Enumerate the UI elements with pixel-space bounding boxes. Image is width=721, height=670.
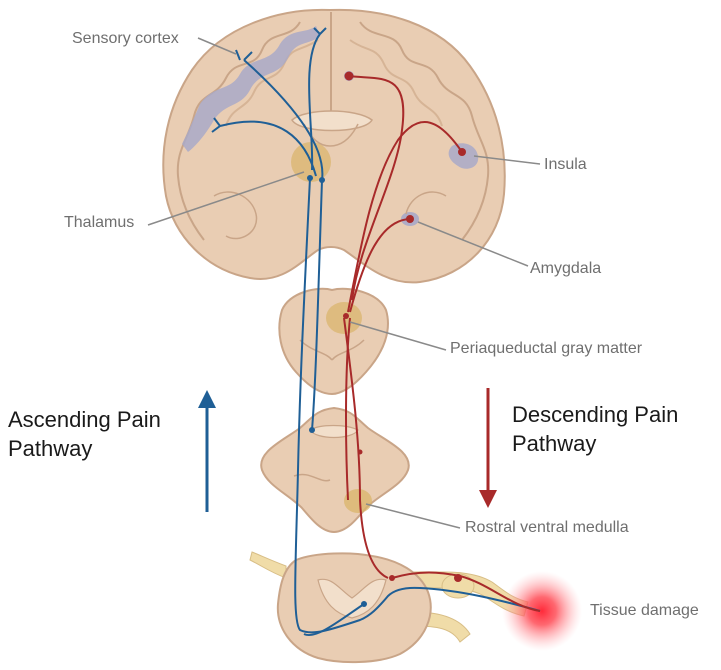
label-sensory-cortex: Sensory cortex bbox=[72, 30, 179, 48]
descending-title-line1: Descending Pain bbox=[512, 400, 678, 429]
tissue-damage-glow bbox=[502, 571, 582, 651]
midbrain-section bbox=[279, 289, 388, 394]
descending-pathway-title: Descending Pain Pathway bbox=[512, 400, 678, 458]
label-periaqueductal-gray: Periaqueductal gray matter bbox=[450, 340, 642, 358]
label-tissue-damage: Tissue damage bbox=[590, 602, 699, 620]
label-thalamus: Thalamus bbox=[64, 214, 134, 232]
label-rostral-ventral-medulla: Rostral ventral medulla bbox=[465, 519, 629, 537]
ascending-title-line1: Ascending Pain bbox=[8, 405, 161, 434]
spinal-cord-section bbox=[250, 552, 528, 662]
label-amygdala: Amygdala bbox=[530, 260, 601, 278]
brain-coronal-section bbox=[163, 10, 504, 283]
ascending-title-line2: Pathway bbox=[8, 434, 161, 463]
medulla-section bbox=[261, 408, 409, 532]
descending-arrow bbox=[479, 388, 497, 508]
ascending-pathway-title: Ascending Pain Pathway bbox=[8, 405, 161, 463]
label-insula: Insula bbox=[544, 156, 587, 174]
nerve-root-left bbox=[250, 552, 286, 578]
corpus-callosum bbox=[292, 111, 372, 131]
descending-title-line2: Pathway bbox=[512, 429, 678, 458]
ascending-arrow bbox=[198, 390, 216, 512]
